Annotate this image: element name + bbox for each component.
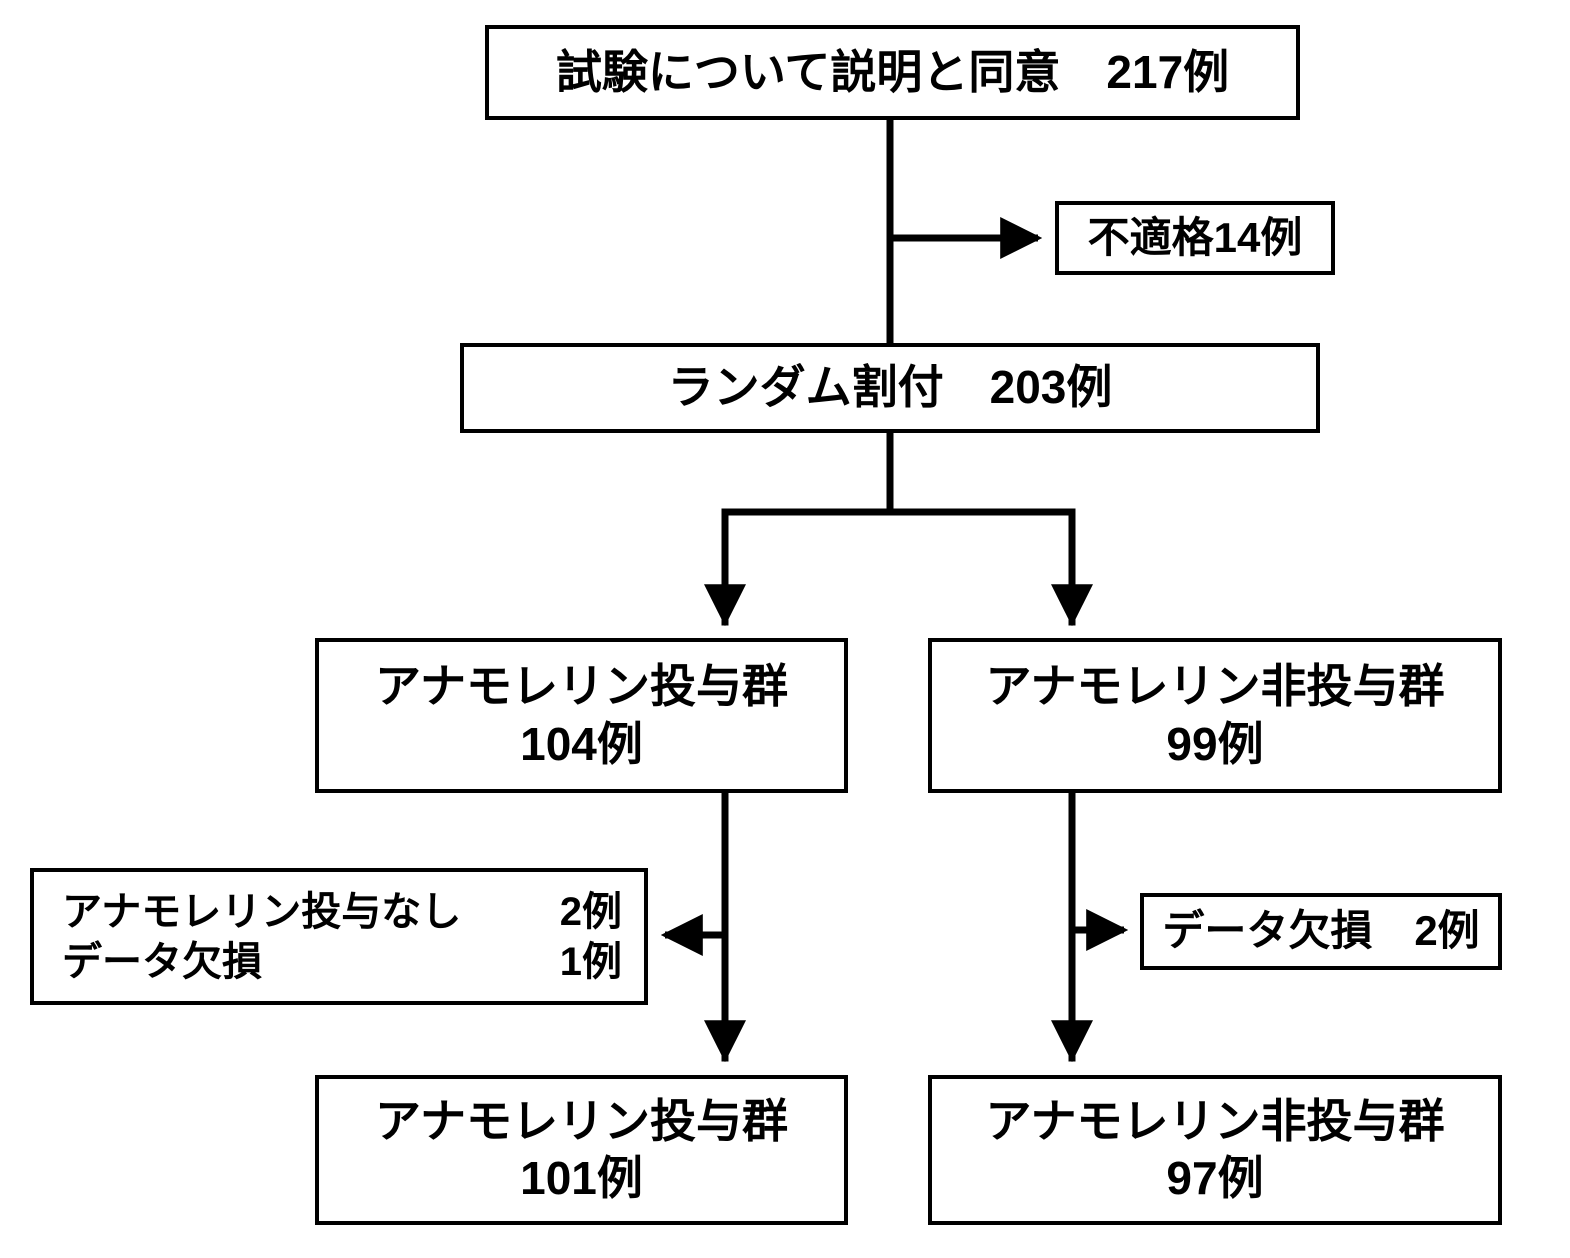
node-control-group-title: アナモレリン非投与群 xyxy=(985,660,1445,712)
left-exclusion-row-1-value: 2例 xyxy=(559,889,622,934)
node-control-group: アナモレリン非投与群 99例 xyxy=(928,638,1502,793)
node-consent-label: 試験について説明と同意 217例 xyxy=(555,45,1230,98)
node-control-group-count: 99例 xyxy=(1166,717,1264,770)
node-anamorelin-final: アナモレリン投与群 101例 xyxy=(315,1075,848,1225)
node-randomized: ランダム割付 203例 xyxy=(460,343,1320,433)
node-randomized-label: ランダム割付 203例 xyxy=(667,361,1113,414)
node-left-exclusion: アナモレリン投与なし 2例 データ欠損 1例 xyxy=(30,868,648,1005)
node-right-exclusion-label: データ欠損 2例 xyxy=(1162,907,1480,955)
node-ineligible-label: 不適格14例 xyxy=(1087,213,1303,261)
node-anamorelin-group-count: 104例 xyxy=(520,717,643,770)
left-exclusion-row-2-value: 1例 xyxy=(559,939,622,984)
node-anamorelin-final-count: 101例 xyxy=(520,1152,643,1204)
left-exclusion-row-2-label: データ欠損 xyxy=(62,939,262,984)
node-anamorelin-group-title: アナモレリン投与群 xyxy=(374,660,789,712)
node-ineligible: 不適格14例 xyxy=(1055,201,1335,275)
node-anamorelin-final-title: アナモレリン投与群 xyxy=(374,1094,789,1147)
left-exclusion-row-1: アナモレリン投与なし 2例 xyxy=(62,887,622,937)
node-consent: 試験について説明と同意 217例 xyxy=(485,25,1300,120)
node-right-exclusion: データ欠損 2例 xyxy=(1140,893,1502,970)
node-control-final: アナモレリン非投与群 97例 xyxy=(928,1075,1502,1225)
node-control-final-title: アナモレリン非投与群 xyxy=(985,1094,1445,1147)
left-exclusion-row-1-label: アナモレリン投与なし xyxy=(62,889,462,934)
left-exclusion-row-2: データ欠損 1例 xyxy=(62,937,622,987)
node-anamorelin-group: アナモレリン投与群 104例 xyxy=(315,638,848,793)
node-control-final-count: 97例 xyxy=(1166,1152,1264,1204)
